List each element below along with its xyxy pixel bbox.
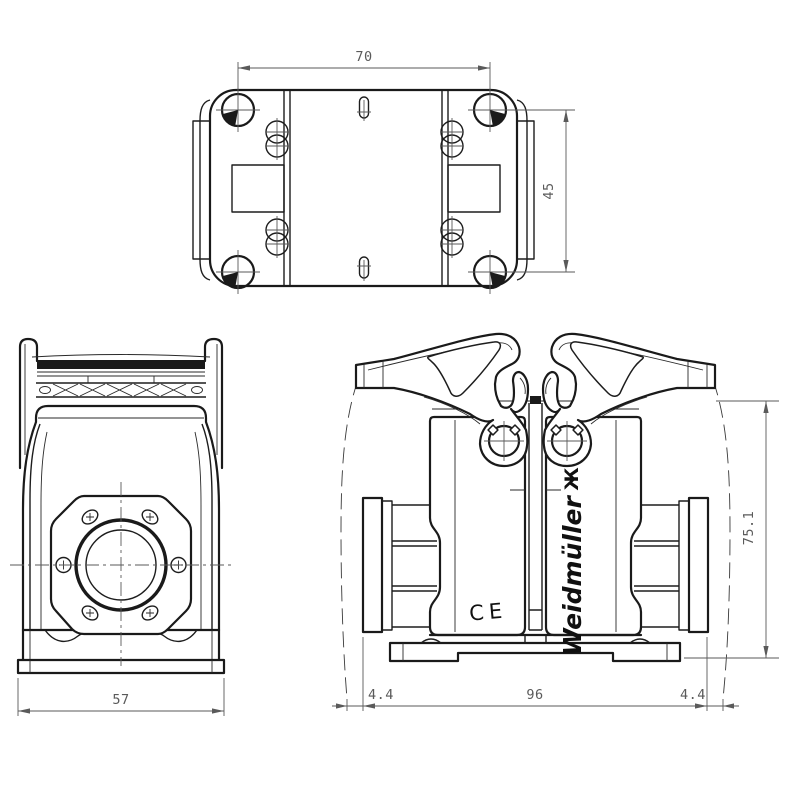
- key-slot-bottom: [357, 256, 371, 281]
- housing-half-right: [544, 408, 643, 637]
- dim-label-side-width: 57: [112, 692, 129, 708]
- housing-half-left: [428, 408, 527, 637]
- cable-gland-right: [634, 496, 710, 634]
- dim-label-front-width: 96: [526, 687, 543, 703]
- dim-top-height: 45: [506, 109, 575, 273]
- dim-front-bottom: 4.4 96 4.4: [332, 637, 739, 711]
- side-view: 57: [10, 337, 232, 716]
- mounting-plate-outline: [208, 88, 519, 288]
- guide-bush-pair: [440, 216, 464, 258]
- side-housing-body: [16, 404, 226, 675]
- flange: [10, 482, 232, 666]
- dim-front-height: 75.1: [684, 400, 779, 659]
- dim-label-top-height: 45: [541, 182, 557, 199]
- brand-text: Weidmüller: [558, 494, 587, 655]
- flange-screw: [141, 509, 159, 525]
- lever-pivot-pin-left: [484, 421, 524, 461]
- flange-screw: [81, 509, 99, 525]
- dim-label-front-right-offset: 4.4: [680, 687, 706, 703]
- lever-swing-arc-left: [340, 379, 359, 700]
- guide-bush-pair: [440, 118, 464, 160]
- guide-bush-pair: [265, 118, 289, 160]
- front-view: Ж Weidmüller CE 4.4 96 4.4 75.1: [332, 332, 779, 711]
- flange-screw: [81, 605, 99, 621]
- ce-mark: CE: [468, 598, 508, 625]
- lever-pivot-pin-right: [547, 421, 587, 461]
- weidmueller-logo-icon: Ж: [561, 467, 583, 490]
- locking-lever-left: [354, 332, 530, 468]
- dim-side-width: 57: [17, 678, 225, 716]
- dim-top-width: 70: [237, 49, 491, 92]
- grip-serration: [36, 382, 206, 398]
- dim-label-front-height: 75.1: [741, 511, 757, 546]
- rail-bracket: [18, 337, 224, 470]
- key-slot-top: [357, 96, 371, 121]
- cable-gland-left: [361, 496, 437, 634]
- base-plate: [388, 633, 682, 663]
- lever-swing-arc-right: [712, 379, 731, 700]
- side-pockets: [231, 164, 501, 213]
- corner-hole: [216, 250, 260, 294]
- dim-label-front-left-offset: 4.4: [368, 687, 394, 703]
- center-guide-post: [528, 396, 543, 631]
- top-view: 70 45: [192, 49, 575, 294]
- guide-bush-pair: [265, 216, 289, 258]
- corner-hole: [216, 88, 260, 132]
- dim-label-top-width: 70: [355, 49, 372, 65]
- flange-screw: [141, 605, 159, 621]
